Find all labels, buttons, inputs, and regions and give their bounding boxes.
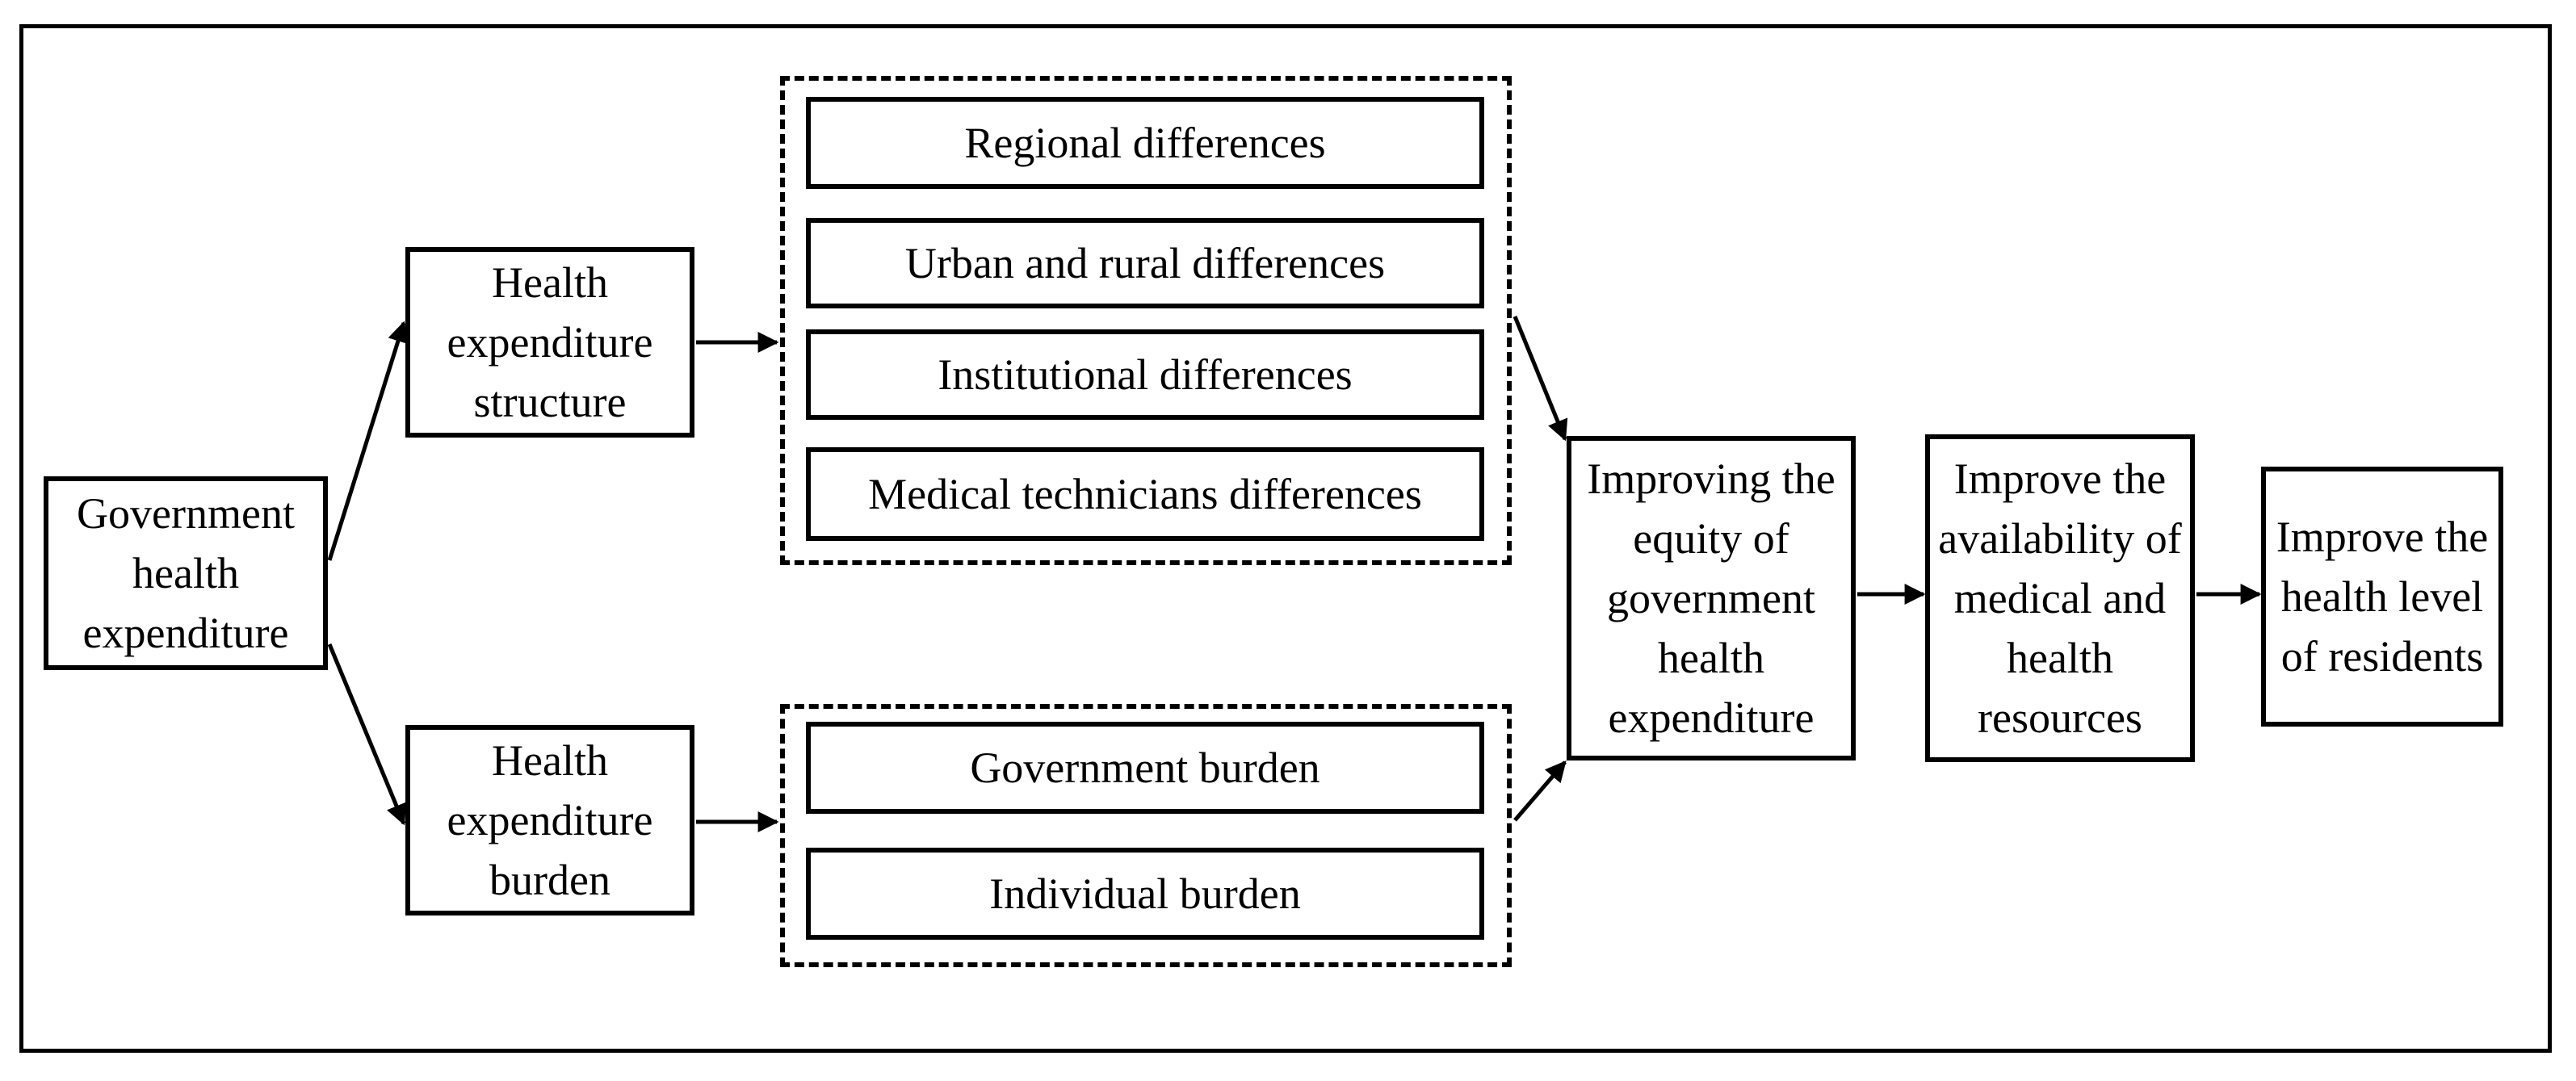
improve-availability-label: Improve the availability of medical and … [1938, 455, 2182, 742]
health-expenditure-structure-box: Health expenditure structure [405, 247, 694, 438]
health-expenditure-burden-box: Health expenditure burden [405, 725, 694, 915]
arrow-burden-to-equity [1513, 760, 1567, 822]
arrow-differences-to-equity [1512, 316, 1568, 442]
medical-technicians-differences-label: Medical technicians differences [868, 470, 1422, 518]
institutional-differences-label: Institutional differences [938, 350, 1353, 399]
government-burden-box: Government burden [806, 722, 1484, 814]
medical-technicians-differences-box: Medical technicians differences [806, 447, 1484, 541]
improve-health-level-label: Improve the health level of residents [2276, 513, 2489, 681]
arrow-to-structure [327, 321, 409, 561]
diagram-frame [19, 24, 2552, 1053]
government-burden-label: Government burden [970, 744, 1320, 792]
burden-group [780, 704, 1512, 967]
individual-burden-box: Individual burden [806, 848, 1484, 940]
regional-differences-label: Regional differences [964, 119, 1326, 167]
improve-availability-box: Improve the availability of medical and … [1925, 434, 2195, 762]
health-expenditure-structure-label: Health expenditure structure [447, 258, 653, 426]
arrow-to-burden [327, 643, 407, 826]
health-expenditure-burden-label: Health expenditure burden [447, 736, 653, 904]
regional-differences-box: Regional differences [806, 97, 1484, 189]
improving-equity-label: Improving the equity of government healt… [1587, 455, 1836, 742]
institutional-differences-box: Institutional differences [806, 329, 1484, 420]
urban-rural-differences-box: Urban and rural differences [806, 218, 1484, 308]
government-health-expenditure-box: Government health expenditure [44, 476, 328, 670]
urban-rural-differences-label: Urban and rural differences [904, 239, 1386, 287]
structure-differences-group [780, 76, 1512, 565]
government-health-expenditure-label: Government health expenditure [77, 489, 295, 657]
improve-health-level-box: Improve the health level of residents [2261, 467, 2503, 727]
improving-equity-box: Improving the equity of government healt… [1567, 436, 1856, 760]
individual-burden-label: Individual burden [989, 869, 1301, 918]
